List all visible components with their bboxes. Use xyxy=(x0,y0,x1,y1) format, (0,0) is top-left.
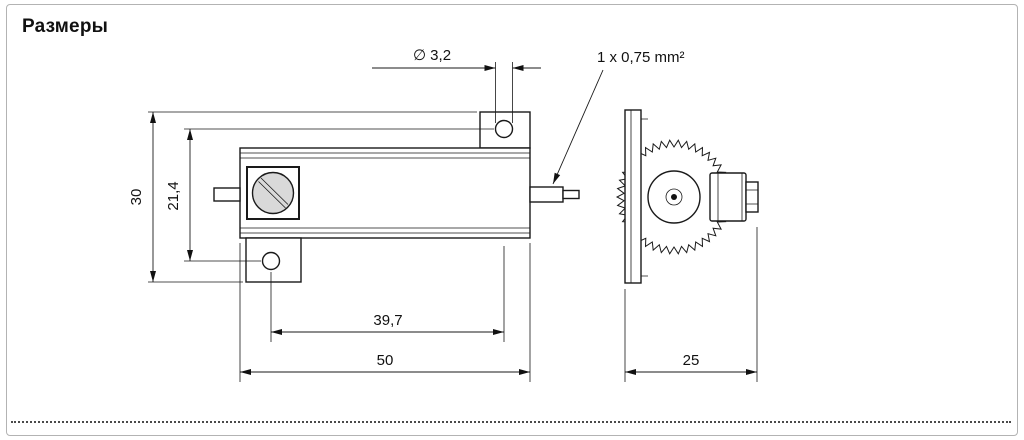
wire-sleeve xyxy=(529,186,564,203)
screw-slot xyxy=(258,177,289,209)
dimensions: 30 21,4 ∅ 3,2 39,7 50 25 xyxy=(128,47,758,382)
wire-spec-label: 1 x 0,75 mm² xyxy=(597,49,685,66)
wire-ring xyxy=(665,188,683,206)
side-view xyxy=(213,111,580,283)
end-terminal-clamp-lines xyxy=(746,189,758,205)
dimension-hole-center-offset: 21,4 xyxy=(165,128,494,262)
extension-lines-30 xyxy=(148,111,477,283)
dim-label-3-2: ∅ 3,2 xyxy=(413,47,451,64)
dimension-hole-diameter: ∅ 3,2 xyxy=(372,47,541,123)
page-title: Размеры xyxy=(22,16,109,37)
dim-label-39-7: 39,7 xyxy=(373,312,402,329)
end-terminal-clamp xyxy=(745,181,759,213)
flange-plate xyxy=(624,109,642,284)
left-lug xyxy=(213,187,241,202)
dimension-overall-height: 30 xyxy=(128,111,477,283)
extension-lines-25 xyxy=(624,227,758,382)
end-terminal-body xyxy=(709,172,747,222)
end-terminal-lines xyxy=(717,173,743,221)
mounting-hole-top xyxy=(494,119,514,139)
dim-label-30: 30 xyxy=(128,189,145,206)
extension-lines-50 xyxy=(239,243,531,382)
wire-callout: 1 x 0,75 mm² xyxy=(552,49,685,185)
dim-label-25: 25 xyxy=(683,352,700,369)
dimension-depth: 25 xyxy=(624,227,758,382)
body-fin-lines xyxy=(240,152,530,234)
extension-lines-21-4 xyxy=(184,128,494,262)
end-view xyxy=(615,109,759,284)
extension-lines-3-2 xyxy=(495,62,513,123)
flange-steps xyxy=(641,118,648,277)
dim-label-21-4: 21,4 xyxy=(165,181,182,210)
dimension-overall-length: 50 xyxy=(239,243,531,382)
wire-dot xyxy=(671,194,677,200)
terminal-screw xyxy=(251,171,295,215)
wire-leader-line xyxy=(552,69,604,185)
footer-dotted-divider xyxy=(11,421,1011,423)
dim-label-50: 50 xyxy=(377,352,394,369)
page-border xyxy=(6,4,1018,436)
wire-end xyxy=(562,189,580,200)
dimension-hole-spacing: 39,7 xyxy=(270,246,505,342)
mounting-hole-bottom xyxy=(261,251,281,271)
